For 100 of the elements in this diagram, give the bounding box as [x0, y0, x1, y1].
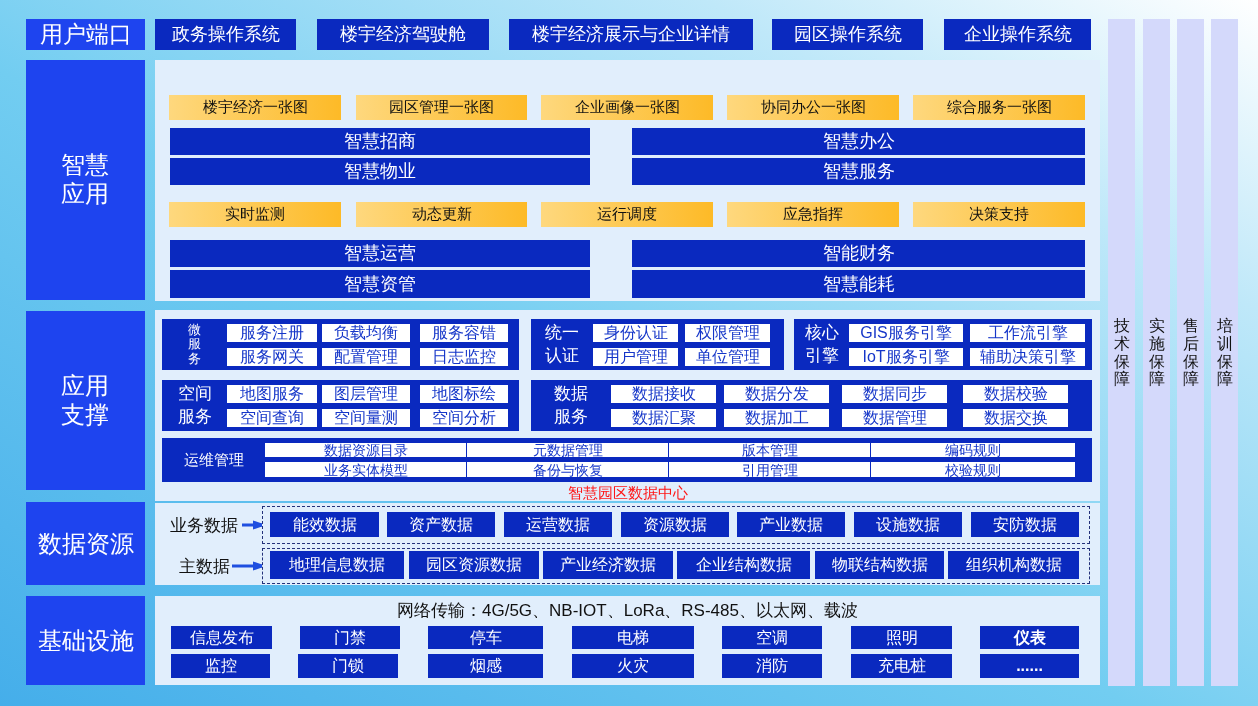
system-tile: 园区操作系统 — [772, 19, 923, 50]
row-label: 业务数据 — [166, 515, 242, 535]
feature-tag: 动态更新 — [356, 202, 527, 227]
column-label: 实施保障 — [1148, 317, 1165, 388]
table-cell: 元数据管理 — [467, 443, 668, 457]
module-bar: 智慧物业 — [170, 158, 590, 185]
service-group-panel — [162, 319, 519, 370]
column-label: 售后保障 — [1182, 317, 1199, 388]
service-item: 数据汇聚 — [611, 409, 716, 427]
data-tile: 组织机构数据 — [948, 551, 1079, 579]
data-tile: 能效数据 — [270, 512, 379, 537]
device-tile: 停车 — [428, 626, 543, 649]
support-column — [1143, 19, 1170, 686]
device-tile: 门禁 — [300, 626, 400, 649]
service-item: 数据同步 — [842, 385, 947, 403]
layer-header: 应用支撑 — [26, 311, 145, 490]
feature-tag: 企业画像一张图 — [541, 95, 713, 120]
device-tile: 照明 — [851, 626, 952, 649]
service-item: 工作流引擎 — [970, 324, 1085, 342]
service-item: IoT服务引擎 — [849, 348, 963, 366]
system-tile: 楼宇经济展示与企业详情 — [509, 19, 753, 50]
device-tile: 充电桩 — [851, 654, 952, 678]
system-tile: 楼宇经济驾驶舱 — [317, 19, 489, 50]
service-group-panel — [162, 438, 1092, 482]
feature-tag: 楼宇经济一张图 — [169, 95, 341, 120]
service-item: 数据接收 — [611, 385, 716, 403]
group-title: 数据服务 — [553, 383, 589, 428]
table-cell: 引用管理 — [669, 462, 870, 477]
module-bar: 智慧服务 — [632, 158, 1085, 185]
layer-panel — [155, 60, 1100, 301]
module-bar: 智慧招商 — [170, 128, 590, 155]
layer-panel — [155, 310, 1100, 501]
data-tile: 资源数据 — [621, 512, 729, 537]
table-cell: 数据资源目录 — [265, 443, 466, 457]
system-tile: 企业操作系统 — [944, 19, 1091, 50]
feature-tag: 运行调度 — [541, 202, 713, 227]
section-caption: 智慧园区数据中心 — [568, 485, 688, 500]
module-bar: 智慧办公 — [632, 128, 1085, 155]
service-group-panel — [162, 380, 519, 431]
data-tile: 运营数据 — [504, 512, 612, 537]
service-item: 单位管理 — [685, 348, 770, 366]
module-bar: 智慧资管 — [170, 270, 590, 298]
device-tile: 空调 — [722, 626, 822, 649]
device-tile: 消防 — [722, 654, 822, 678]
device-tile: 门锁 — [298, 654, 398, 678]
service-item: 数据管理 — [842, 409, 947, 427]
service-item: 数据分发 — [724, 385, 829, 403]
device-tile: 仪表 — [980, 626, 1079, 649]
feature-tag: 综合服务一张图 — [913, 95, 1085, 120]
table-cell: 备份与恢复 — [467, 462, 668, 477]
data-tile: 园区资源数据 — [409, 551, 539, 579]
feature-tag: 园区管理一张图 — [356, 95, 527, 120]
service-item: 服务注册 — [227, 324, 317, 342]
service-item: 服务网关 — [227, 348, 317, 366]
service-item: 数据校验 — [963, 385, 1068, 403]
device-tile: 烟感 — [428, 654, 543, 678]
dashed-group-frame — [262, 548, 1090, 584]
group-title: 统一认证 — [544, 322, 580, 367]
column-label: 技术保障 — [1113, 317, 1130, 388]
module-bar: 智慧能耗 — [632, 270, 1085, 298]
data-tile: 产业数据 — [737, 512, 845, 537]
service-group-panel — [531, 319, 784, 370]
device-tile: 火灾 — [572, 654, 694, 678]
column-label: 培训保障 — [1216, 317, 1233, 388]
device-tile: 监控 — [171, 654, 270, 678]
service-item: 负载均衡 — [322, 324, 410, 342]
service-item: 空间查询 — [227, 409, 317, 427]
support-column — [1211, 19, 1238, 686]
device-tile: ...... — [980, 654, 1079, 678]
network-caption: 网络传输：4G/5G、NB-IOT、LoRa、RS-485、以太网、载波 — [397, 600, 858, 622]
table-cell: 校验规则 — [871, 462, 1075, 477]
group-title: 运维管理 — [183, 449, 244, 470]
data-tile: 设施数据 — [854, 512, 962, 537]
layer-header: 数据资源 — [26, 502, 145, 585]
service-group-panel — [531, 380, 1092, 431]
service-item: 数据加工 — [724, 409, 829, 427]
support-column — [1108, 19, 1135, 686]
data-tile: 地理信息数据 — [270, 551, 404, 579]
data-tile: 安防数据 — [971, 512, 1079, 537]
layer-header: 智慧应用 — [26, 60, 145, 300]
service-group-panel — [794, 319, 1092, 370]
layer-panel — [155, 503, 1100, 585]
table-cell: 业务实体模型 — [265, 462, 466, 477]
layer-panel — [155, 596, 1100, 685]
service-item: 空间分析 — [420, 409, 508, 427]
service-item: 数据交换 — [963, 409, 1068, 427]
feature-tag: 协同办公一张图 — [727, 95, 899, 120]
service-item: 配置管理 — [322, 348, 410, 366]
service-item: 服务容错 — [420, 324, 508, 342]
feature-tag: 实时监测 — [169, 202, 341, 227]
service-item: 日志监控 — [420, 348, 508, 366]
service-item: 空间量测 — [322, 409, 410, 427]
service-item: 用户管理 — [593, 348, 678, 366]
layer-header: 基础设施 — [26, 596, 145, 685]
service-item: 身份认证 — [593, 324, 678, 342]
data-tile: 产业经济数据 — [543, 551, 673, 579]
device-tile: 电梯 — [572, 626, 694, 649]
service-item: 地图服务 — [227, 385, 317, 403]
row-label: 主数据 — [176, 556, 232, 576]
service-item: GIS服务引擎 — [849, 324, 963, 342]
